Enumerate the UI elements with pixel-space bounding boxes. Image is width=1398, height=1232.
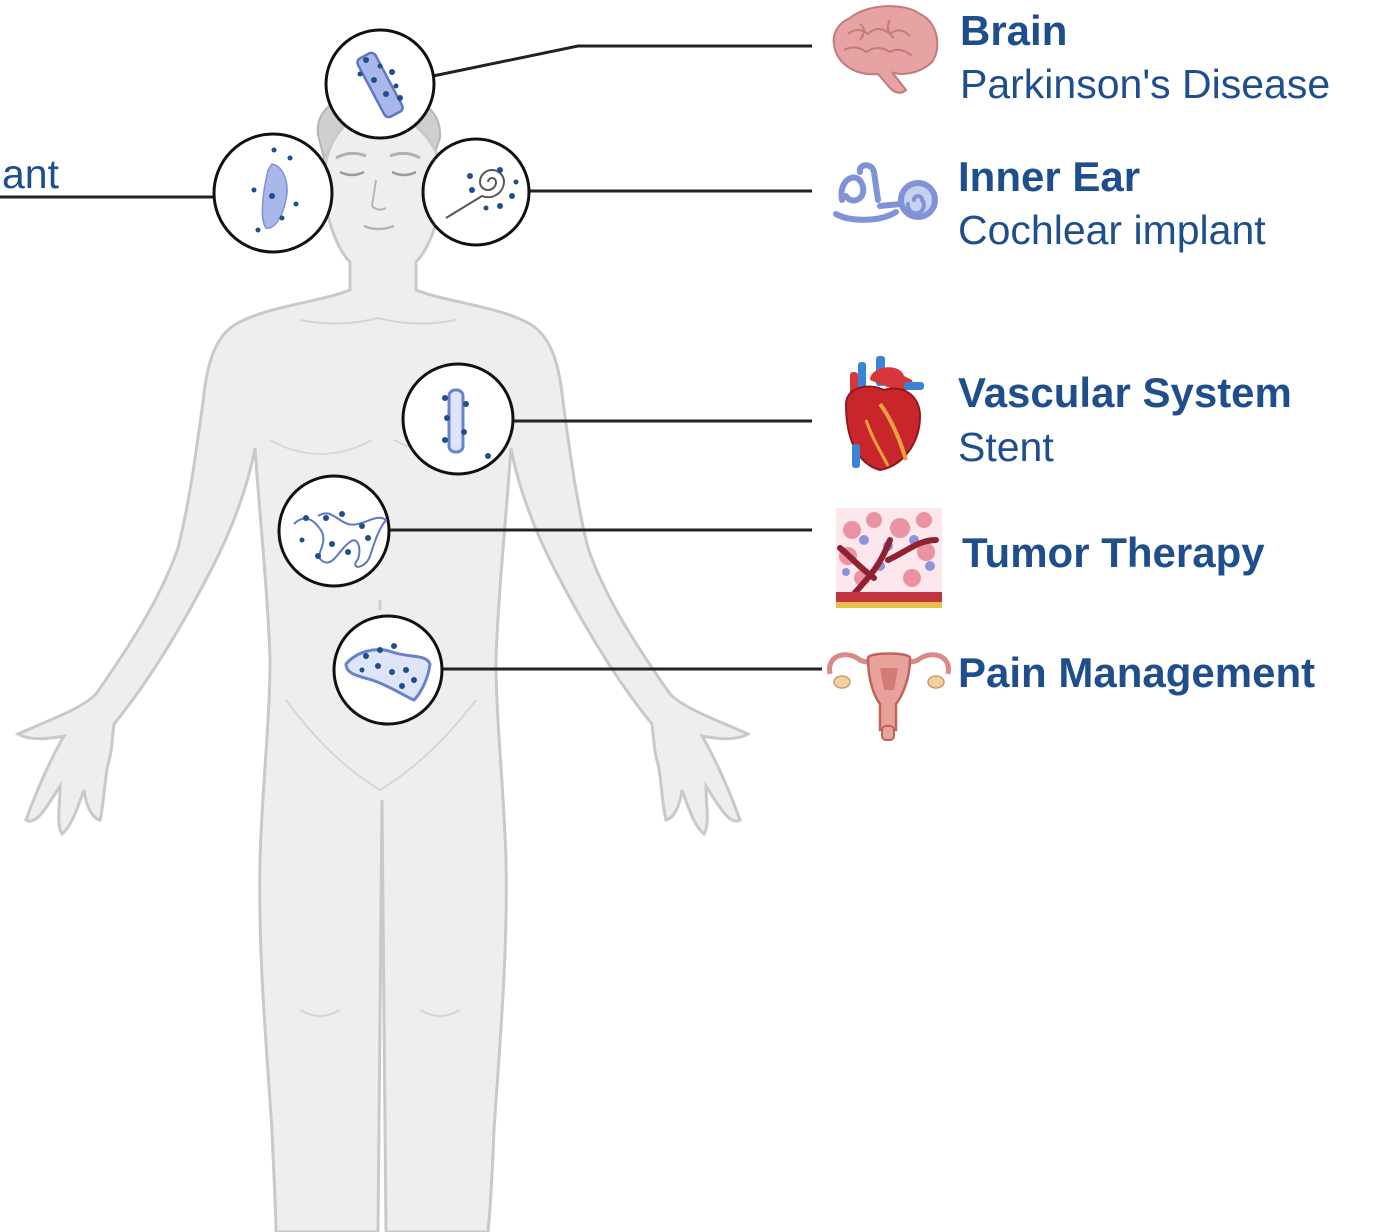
inner-ear-subtitle: Cochlear implant bbox=[958, 208, 1266, 253]
pain-title: Pain Management bbox=[958, 650, 1315, 696]
implant-circle-left-head bbox=[214, 134, 332, 252]
implant-circle-brain bbox=[326, 30, 434, 138]
uterus-icon bbox=[830, 654, 949, 741]
heart-icon bbox=[846, 356, 924, 470]
tumor-title: Tumor Therapy bbox=[962, 530, 1265, 576]
connector-brain bbox=[433, 46, 812, 76]
implant-circle-pain bbox=[334, 616, 442, 724]
left-label-fragment: ant bbox=[2, 152, 59, 197]
implant-circle-inner-ear bbox=[423, 139, 529, 245]
implant-circle-tumor bbox=[279, 476, 389, 586]
brain-title: Brain bbox=[960, 8, 1067, 54]
vascular-title: Vascular System bbox=[958, 370, 1292, 416]
brain-subtitle: Parkinson's Disease bbox=[960, 62, 1330, 107]
inner-ear-icon bbox=[836, 165, 935, 220]
implant-circle-vascular bbox=[403, 364, 513, 474]
tumor-tissue-icon bbox=[836, 508, 942, 608]
vascular-subtitle: Stent bbox=[958, 425, 1054, 470]
inner-ear-title: Inner Ear bbox=[958, 154, 1140, 200]
brain-icon bbox=[834, 6, 938, 93]
